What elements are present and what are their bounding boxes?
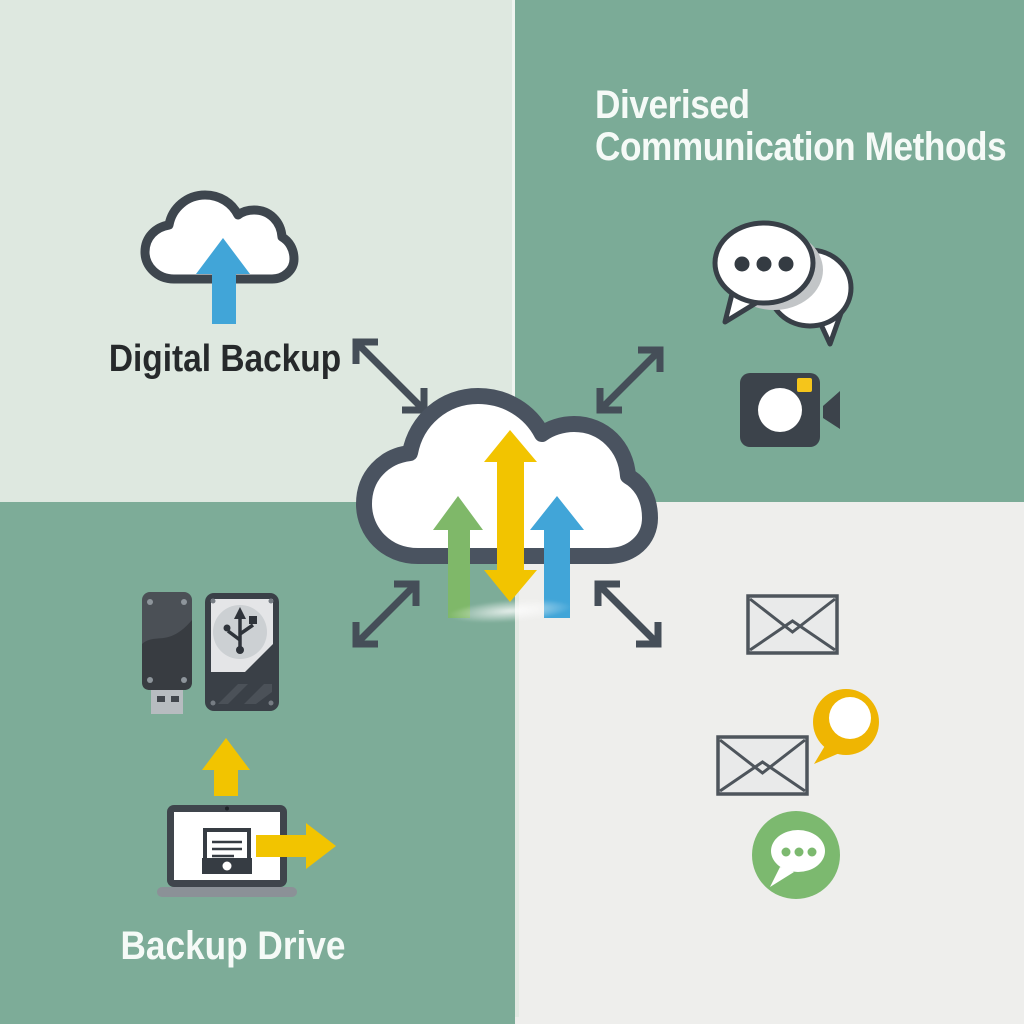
laptop-base bbox=[157, 887, 297, 897]
cloud-upload-icon bbox=[140, 190, 299, 324]
envelope-icon bbox=[746, 594, 839, 655]
video-camera-icon bbox=[740, 373, 840, 447]
diagonal-double-arrow-icon bbox=[352, 580, 420, 648]
cloud-sync-arrows-icon bbox=[356, 388, 658, 618]
usb-body-shade bbox=[142, 620, 192, 690]
quadrant-backup-drive bbox=[0, 502, 515, 1024]
green-chat-bubble-icon bbox=[752, 811, 840, 899]
yellow-chat-bubble-icon bbox=[813, 689, 879, 764]
camera-light bbox=[797, 378, 812, 392]
section-title: Diverised Communication Methods bbox=[595, 84, 1024, 168]
dot bbox=[756, 256, 772, 272]
cloud-outline bbox=[140, 190, 299, 284]
quadrant-divider-line bbox=[515, 502, 519, 1017]
usb-flash-drive-icon bbox=[142, 592, 192, 714]
title-line-1: Diverised bbox=[595, 83, 750, 127]
webcam-dot bbox=[225, 806, 229, 811]
digital-backup-label: Digital Backup bbox=[108, 338, 342, 380]
title-line-2: Communication Methods bbox=[595, 125, 1007, 169]
export-arrow bbox=[256, 823, 336, 869]
yellow-up-down-arrow bbox=[484, 430, 537, 602]
chat-bubbles-icon bbox=[712, 220, 854, 347]
camera-lens bbox=[758, 388, 802, 432]
dot bbox=[778, 256, 794, 272]
laptop-export-icon bbox=[157, 805, 336, 897]
diagonal-double-arrow-icon bbox=[596, 346, 664, 414]
quadrant-divider-highlight bbox=[512, 0, 515, 502]
document-lines bbox=[212, 840, 242, 858]
blue-up-arrow bbox=[530, 496, 584, 618]
yellow-up-arrow-icon bbox=[202, 738, 250, 796]
bubble-tail bbox=[770, 867, 794, 887]
external-hard-drive-icon bbox=[205, 593, 279, 711]
backup-drive-label: Backup Drive bbox=[120, 924, 346, 968]
usb-symbol bbox=[223, 607, 257, 654]
camera-wing bbox=[823, 391, 840, 429]
dot bbox=[734, 256, 750, 272]
diagonal-double-arrow-icon bbox=[594, 580, 662, 648]
green-up-arrow bbox=[433, 496, 483, 618]
upload-arrow bbox=[196, 238, 250, 324]
envelope-icon bbox=[716, 735, 809, 796]
